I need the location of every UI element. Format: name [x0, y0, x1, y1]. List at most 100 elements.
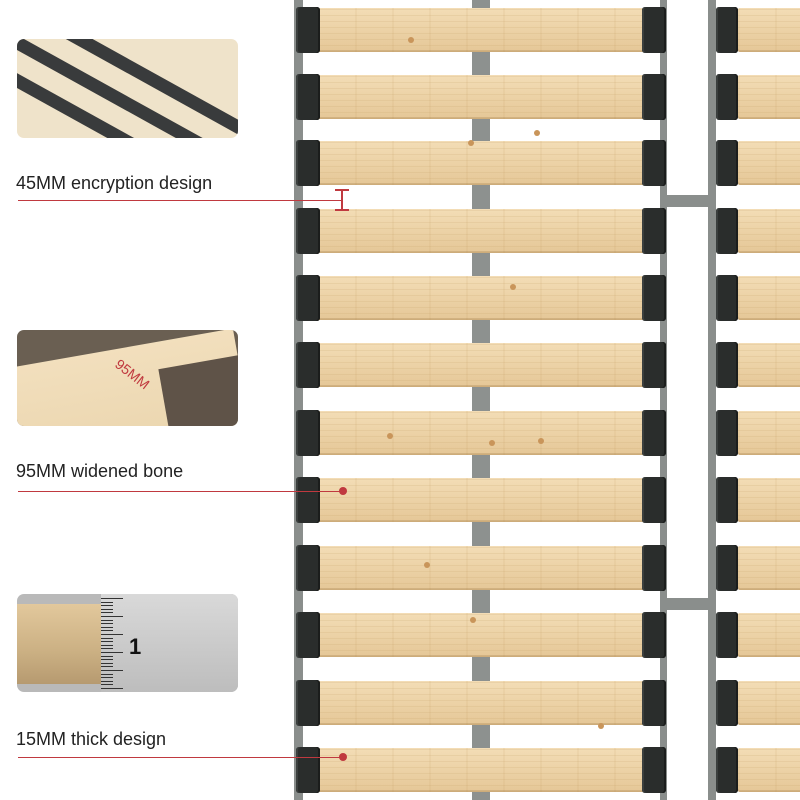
slat-end-cap [642, 747, 666, 793]
callout-dot-thick [339, 753, 347, 761]
slat-end-cap [716, 612, 738, 658]
wood-knot [387, 433, 393, 439]
slat-end-cap [642, 7, 666, 53]
slat [318, 8, 644, 52]
callout-label-thick: 15MM thick design [16, 729, 167, 749]
ruler-tick [101, 662, 113, 664]
ruler-tick [101, 680, 113, 682]
inset-photo-slat-spacing [17, 39, 238, 138]
slat-end-cap [642, 74, 666, 120]
ruler-tick [101, 601, 113, 603]
ruler-number: 1 [129, 634, 142, 659]
slat [318, 546, 644, 590]
slat [318, 478, 644, 522]
side-rail-left [294, 0, 303, 800]
ruler-tick [101, 608, 113, 610]
slat-end-cap [716, 208, 738, 254]
slat-end-cap [642, 612, 666, 658]
ruler-tick [101, 677, 113, 679]
ruler-tick [101, 630, 113, 632]
slat [738, 613, 800, 657]
ruler-tick [101, 670, 123, 671]
inset-photo-slat-width: 95MM [17, 330, 238, 426]
slat [318, 75, 644, 119]
ruler-tick [101, 612, 113, 614]
ruler-tick [101, 616, 123, 617]
callout-line-encryption [18, 200, 342, 201]
slat [738, 276, 800, 320]
side-rail-right [660, 0, 667, 800]
ruler-tick [101, 626, 113, 628]
slat [318, 209, 644, 253]
ruler-tick [101, 688, 123, 689]
slat [738, 343, 800, 387]
slat-end-cap [642, 410, 666, 456]
slat-end-cap [296, 208, 320, 254]
ruler-tick [101, 641, 113, 643]
slat [318, 748, 644, 792]
slat-end-cap [296, 74, 320, 120]
wood-knot [489, 440, 495, 446]
slat-end-cap [716, 74, 738, 120]
ruler-tick [101, 619, 113, 621]
slat-end-cap [716, 410, 738, 456]
slat-end-cap [716, 747, 738, 793]
ruler-tick [101, 598, 123, 599]
slat-end-cap [296, 680, 320, 726]
ruler [101, 594, 238, 692]
ruler-tick [101, 655, 113, 657]
slat-end-cap [296, 612, 320, 658]
ruler-tick [101, 634, 123, 635]
slat-end-cap [642, 208, 666, 254]
ruler-tick [101, 684, 113, 686]
slat [318, 613, 644, 657]
ruler-tick [101, 644, 113, 646]
slat [318, 681, 644, 725]
wood-knot [598, 723, 604, 729]
wood-knot [510, 284, 516, 290]
ruler-tick [101, 652, 123, 653]
slat-end-cap [296, 342, 320, 388]
wood-knot [538, 438, 544, 444]
slat-end-cap [716, 342, 738, 388]
slat [738, 681, 800, 725]
spacing-marker [335, 209, 349, 211]
slat [738, 75, 800, 119]
callout-dot-widened [339, 487, 347, 495]
slat-end-cap [296, 140, 320, 186]
wood-knot [408, 37, 414, 43]
slat [318, 411, 644, 455]
slat-end-cap [642, 275, 666, 321]
wood-knot [424, 562, 430, 568]
slat-end-cap [642, 545, 666, 591]
ruler-tick [101, 673, 113, 675]
wood-knot [468, 140, 474, 146]
slat [318, 276, 644, 320]
callout-line-thick [18, 757, 343, 758]
slat-end-grain [17, 604, 101, 684]
inset-photo-slat-thickness: 1 [17, 594, 238, 692]
ruler-tick [101, 623, 113, 625]
slat [738, 546, 800, 590]
slat [738, 141, 800, 185]
callout-line-widened [18, 491, 343, 492]
slat-end-cap [716, 477, 738, 523]
slat-end-cap [296, 747, 320, 793]
ruler-tick [101, 637, 113, 639]
slat-end-cap [296, 477, 320, 523]
slat [318, 141, 644, 185]
slat-end-cap [716, 140, 738, 186]
slat [318, 343, 644, 387]
ruler-tick [101, 659, 113, 661]
frame-crossbar [667, 598, 708, 610]
slat-end-cap [716, 545, 738, 591]
frame-crossbar [667, 195, 708, 207]
ruler-tick [101, 666, 113, 668]
slat-end-cap [296, 275, 320, 321]
spacing-marker [335, 189, 349, 191]
slat [738, 8, 800, 52]
slat-end-cap [642, 342, 666, 388]
slat-end-cap [642, 680, 666, 726]
slat-end-cap [642, 140, 666, 186]
